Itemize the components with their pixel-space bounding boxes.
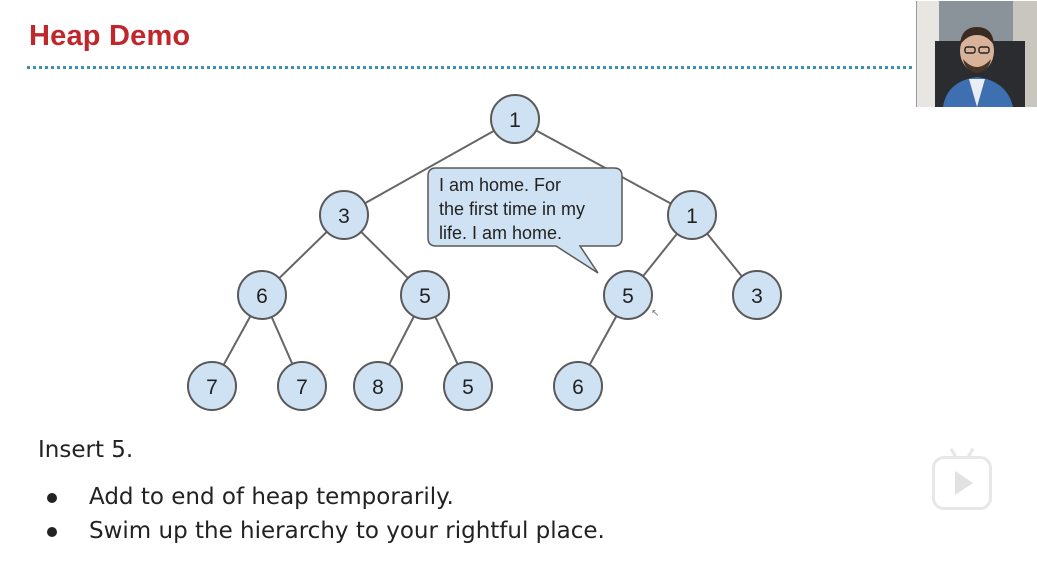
heap-node-label: 1 [509,109,521,132]
heap-node-3: 6 [237,270,287,320]
heap-edges [211,118,758,387]
edge-0-1 [343,118,516,216]
heap-node-1: 3 [319,190,369,240]
heap-node-label: 5 [419,285,431,308]
slide-title: Heap Demo [29,20,191,52]
bullet-icon [47,527,57,537]
heap-node-6: 3 [732,270,782,320]
insert-heading: Insert 5. [38,437,134,463]
edge-0-2 [514,118,693,216]
heap-node-9: 8 [353,361,403,411]
bullet-text: Add to end of heap temporarily. [89,484,454,510]
heap-node-label: 7 [296,376,308,399]
bilibili-play-icon[interactable] [932,456,992,510]
heap-node-label: 8 [372,376,384,399]
heap-node-label: 3 [338,205,350,228]
heap-node-label: 3 [751,285,763,308]
heap-node-11: 6 [553,361,603,411]
speech-bubble-line: the first time in my [439,199,586,219]
heap-node-label: 5 [622,285,634,308]
heap-node-2: 1 [667,190,717,240]
speech-bubble-text: I am home. For the first time in my life… [439,173,619,245]
play-icon [955,471,973,495]
presenter-video-icon [916,1,1037,107]
heap-node-label: 1 [686,205,698,228]
speech-bubble [427,167,623,274]
heap-node-label: 6 [256,285,268,308]
heap-node-label: 7 [206,376,218,399]
heap-node-10: 5 [443,361,493,411]
mouse-cursor-icon: ↖ [651,308,660,319]
bullet-text: Swim up the hierarchy to your rightful p… [89,518,605,544]
heap-node-4: 5 [400,270,450,320]
title-divider [27,66,912,69]
bullet-icon [47,493,57,503]
heap-node-0: 1 [490,94,540,144]
speech-bubble-line: life. I am home. [439,223,563,243]
bullet-item: Swim up the hierarchy to your rightful p… [44,514,605,548]
bullet-item: Add to end of heap temporarily. [44,480,605,514]
bullet-list: Add to end of heap temporarily. Swim up … [44,480,605,548]
presenter-video-frame [917,1,1037,107]
heap-node-5: 5 [603,270,653,320]
heap-node-label: 6 [572,376,584,399]
heap-node-8: 7 [277,361,327,411]
heap-node-7: 7 [187,361,237,411]
speech-bubble-line: I am home. For [439,175,562,195]
heap-node-label: 5 [462,376,474,399]
